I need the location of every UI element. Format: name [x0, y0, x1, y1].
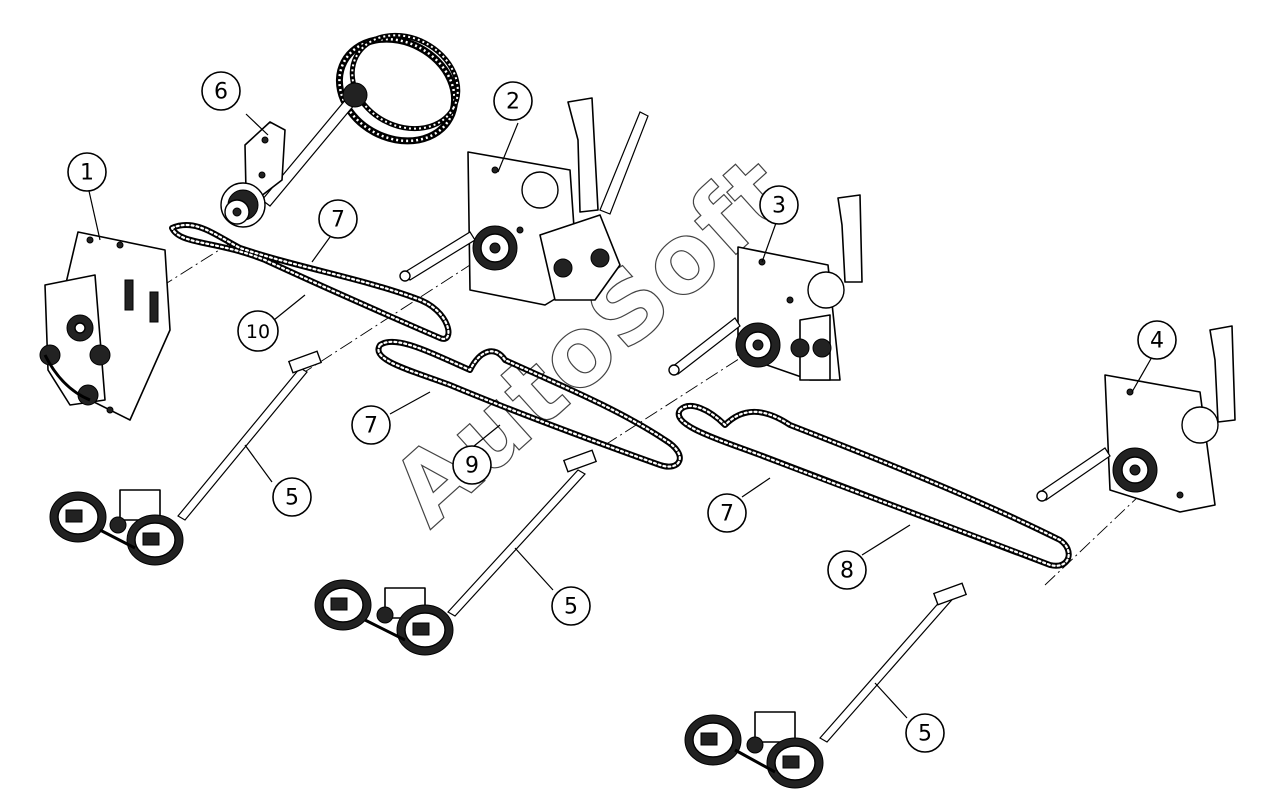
callout-8-label: 8 — [840, 559, 854, 584]
callout-4-label: 4 — [1150, 329, 1164, 354]
callout-5a-label: 5 — [285, 486, 299, 511]
callout-5c-label: 5 — [918, 722, 932, 747]
callout-6-label: 6 — [214, 80, 228, 105]
callout-7b: 7 — [351, 405, 391, 445]
part-4-gearbox — [1036, 325, 1236, 513]
callout-5b-label: 5 — [564, 595, 578, 620]
callout-7b-label: 7 — [364, 414, 378, 439]
part-6-sprocket-shaft — [220, 82, 368, 228]
part-3-gearbox — [668, 194, 863, 381]
chain-7-upper — [169, 222, 452, 342]
callout-3-label: 3 — [772, 194, 786, 219]
callout-3: 3 — [759, 185, 799, 225]
part-2-gearbox — [399, 97, 649, 306]
callout-9: 9 — [452, 445, 492, 485]
part-5-drive-assembly-c — [684, 582, 968, 789]
callout-8: 8 — [827, 550, 867, 590]
callout-7a-label: 7 — [331, 208, 345, 233]
callout-1: 1 — [67, 152, 107, 192]
part-5-drive-assembly-b — [314, 449, 598, 656]
leader-lines — [88, 113, 1153, 719]
chain-8-lower — [675, 403, 1072, 569]
callout-10-label: 10 — [246, 321, 270, 343]
callout-2-label: 2 — [506, 90, 520, 115]
callout-9-label: 9 — [465, 454, 479, 479]
callout-5b: 5 — [551, 586, 591, 626]
callout-6: 6 — [201, 71, 241, 111]
part-1-gearbox — [39, 231, 171, 421]
callout-2: 2 — [493, 81, 533, 121]
callout-7a: 7 — [318, 199, 358, 239]
callout-5c: 5 — [905, 713, 945, 753]
chain-loop-top — [335, 32, 461, 145]
callout-5a: 5 — [272, 477, 312, 517]
callout-7c-label: 7 — [720, 502, 734, 527]
part-5-drive-assembly-a — [49, 350, 323, 566]
chain-9-middle — [375, 338, 683, 470]
callout-7c: 7 — [707, 493, 747, 533]
callout-4: 4 — [1137, 320, 1177, 360]
callout-10: 10 — [237, 310, 279, 352]
callout-1-label: 1 — [80, 161, 94, 186]
